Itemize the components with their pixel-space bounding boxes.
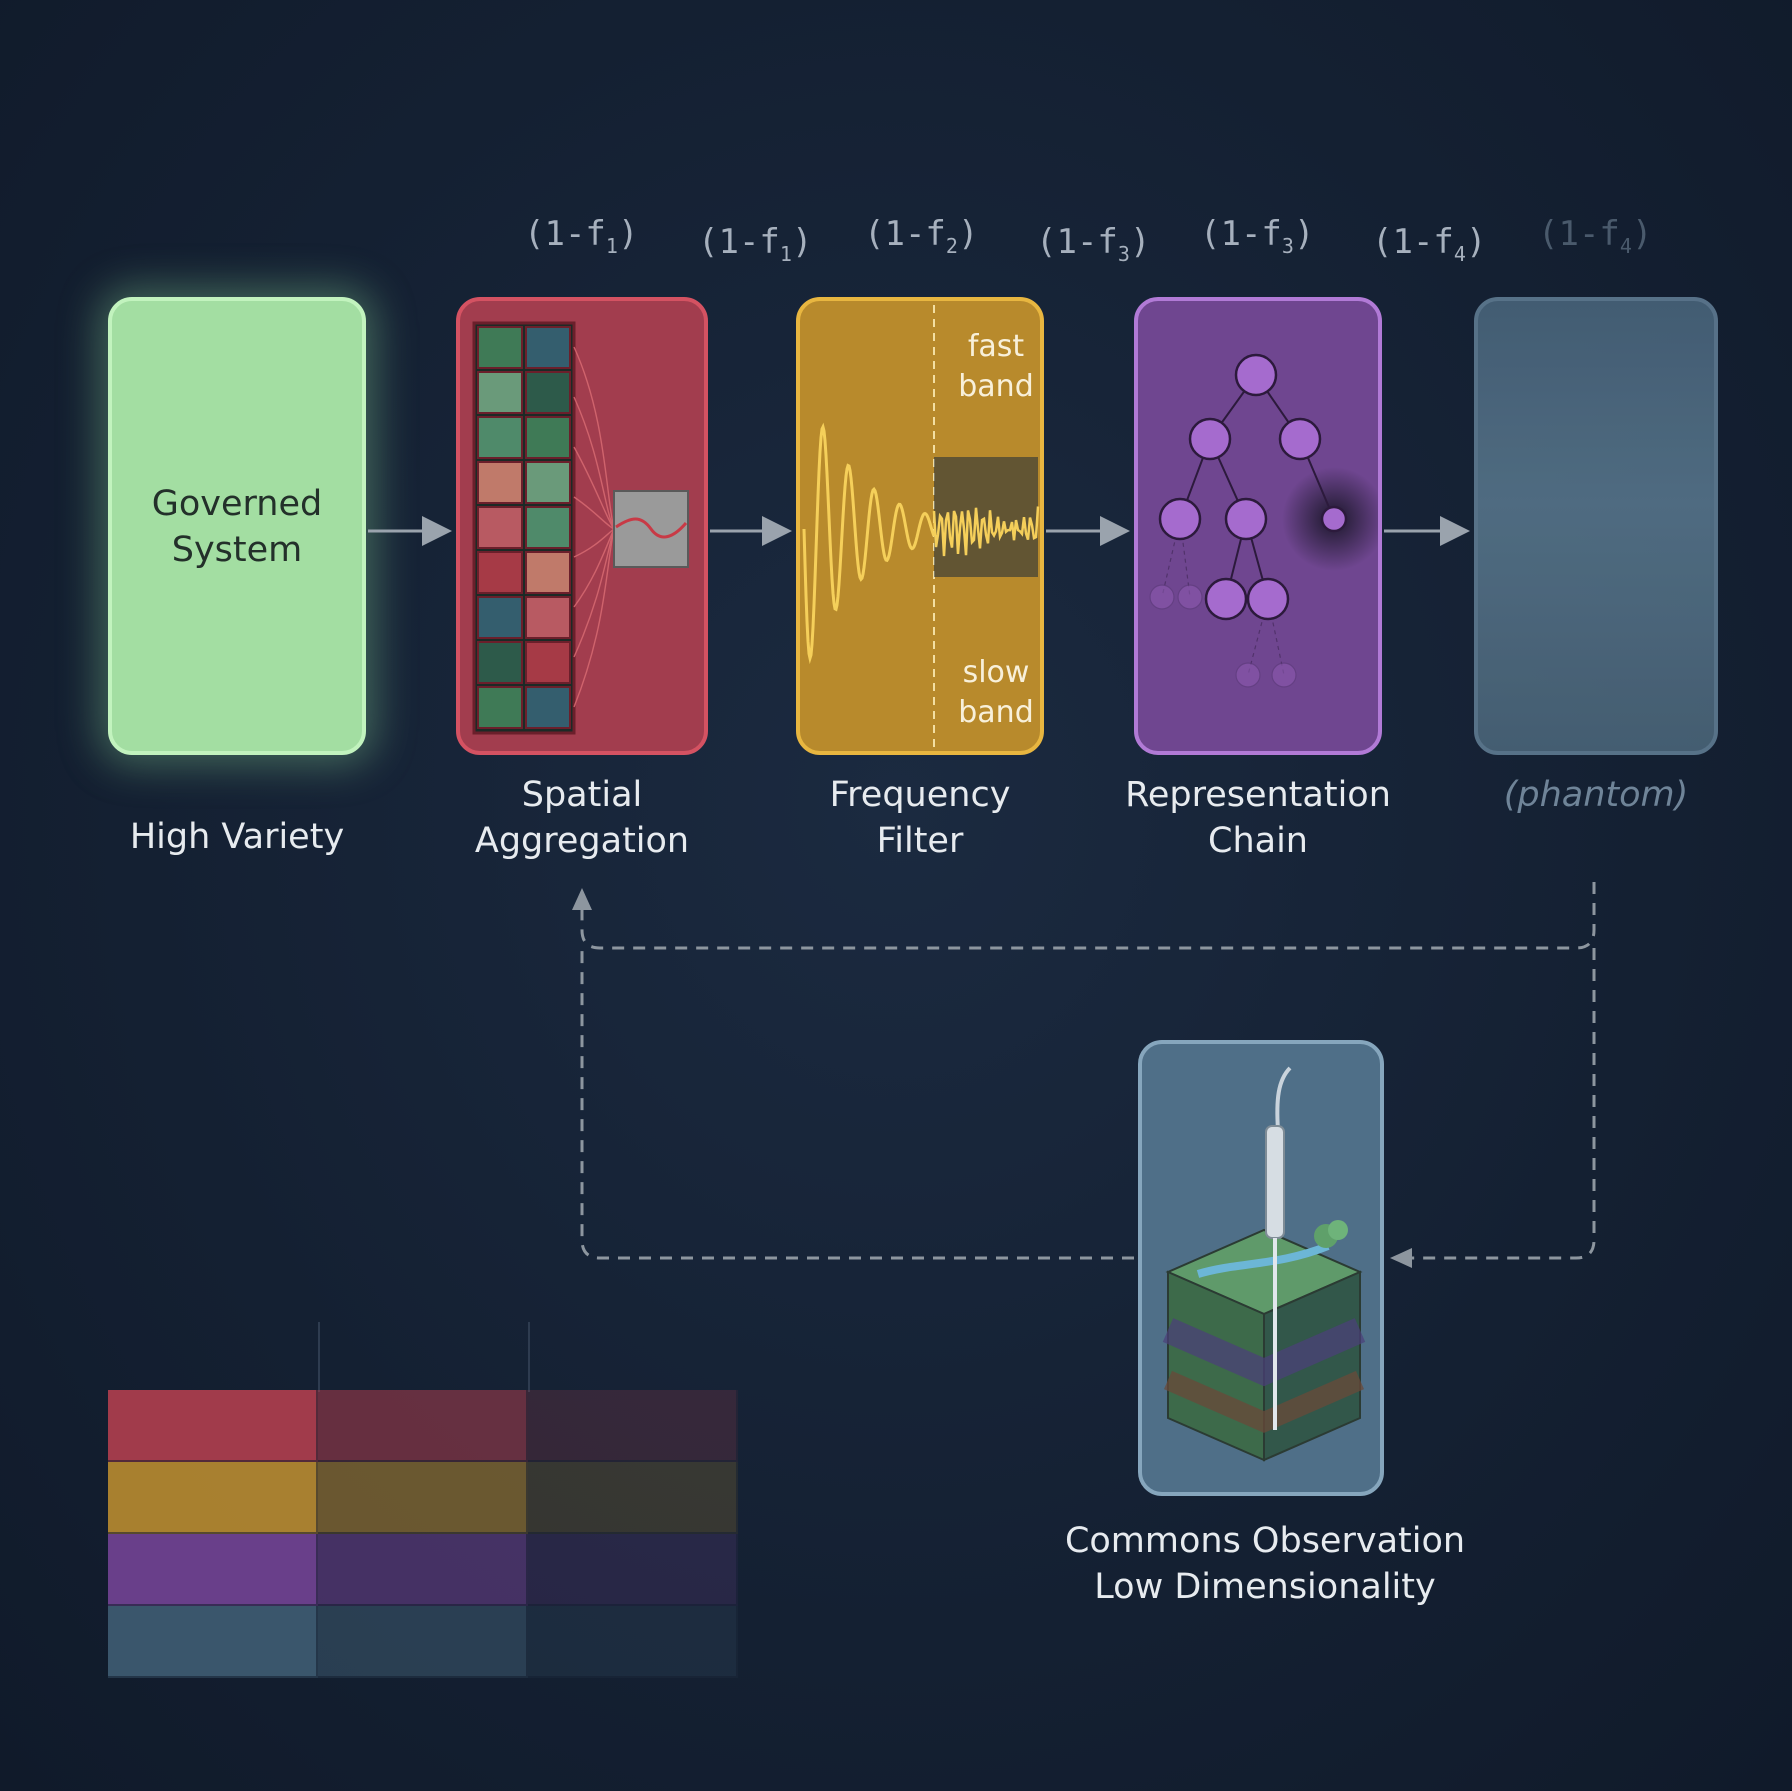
legend-column-divider <box>318 1322 320 1392</box>
mosaic-tile <box>525 371 571 414</box>
mosaic-tile <box>477 461 523 504</box>
legend-cell <box>528 1462 738 1534</box>
commons-observation-label: Commons Observation Low Dimensionality <box>1064 1521 1466 1607</box>
spatial-aggregation-label: Spatial Aggregation <box>474 775 690 861</box>
legend-cell <box>108 1534 318 1606</box>
factor-label: (1-f1) <box>524 214 639 258</box>
mosaic-tile <box>477 371 523 414</box>
legend-cell <box>108 1606 318 1678</box>
commons-observation-box <box>1138 1040 1384 1496</box>
arrowhead-left <box>1390 1248 1412 1268</box>
mosaic-tile <box>477 686 523 729</box>
mosaic-tile <box>477 596 523 639</box>
governed-system-box: Governed System <box>108 297 366 755</box>
tree-illustration <box>1149 353 1378 688</box>
frequency-filter-label: Frequency Filter <box>829 775 1011 861</box>
representation-chain-label: Representation Chain <box>1125 775 1391 861</box>
legend-cell <box>318 1462 528 1534</box>
color-legend-table <box>108 1390 738 1678</box>
legend-cell <box>318 1390 528 1462</box>
legend-cell <box>528 1606 738 1678</box>
frequency-filter-box: fast band slow band <box>796 297 1044 755</box>
legend-cell <box>528 1534 738 1606</box>
mosaic-tile <box>525 641 571 684</box>
factor-label: (1-f4) <box>1372 222 1487 266</box>
mosaic-tile <box>477 641 523 684</box>
phantom-label: (phantom) <box>1503 775 1689 815</box>
phantom-box <box>1474 297 1718 755</box>
fast-band-label: fast band <box>958 329 1034 404</box>
legend-cell <box>108 1390 318 1462</box>
feedback-loop-right <box>1404 948 1596 1260</box>
arrowhead-up <box>572 888 592 910</box>
mosaic-tile <box>477 416 523 459</box>
mosaic-tile <box>525 686 571 729</box>
mosaic-tile <box>477 551 523 594</box>
spatial-aggregation-box <box>456 297 708 755</box>
high-variety-label: High Variety <box>129 817 345 857</box>
factor-label-phantom: (1-f4) <box>1538 214 1653 258</box>
mosaic-tile <box>477 506 523 549</box>
mosaic-tile <box>525 326 571 369</box>
mosaic-tile <box>477 326 523 369</box>
mosaic-tile <box>525 596 571 639</box>
legend-cell <box>108 1462 318 1534</box>
factor-label: (1-f3) <box>1036 222 1151 266</box>
legend-cell <box>528 1390 738 1462</box>
factor-label: (1-f1) <box>698 222 813 266</box>
feedback-loop-left <box>580 948 1134 1260</box>
spatial-tiles-illustration <box>472 321 689 735</box>
governed-system-text: Governed System <box>151 484 323 570</box>
slow-band-label: slow band <box>958 655 1034 730</box>
mosaic-tile <box>525 461 571 504</box>
waveform-illustration <box>802 305 1040 747</box>
mosaic-tile <box>525 416 571 459</box>
mosaic-tile <box>525 551 571 594</box>
mosaic-tile <box>525 506 571 549</box>
representation-chain-box <box>1134 297 1382 755</box>
legend-column-divider <box>528 1322 530 1392</box>
legend-cell <box>318 1606 528 1678</box>
soil-probe-illustration <box>1162 1066 1366 1462</box>
legend-cell <box>318 1534 528 1606</box>
factor-label: (1-f2) <box>864 214 979 258</box>
factor-label: (1-f3) <box>1200 214 1315 258</box>
feedback-loop-top <box>580 882 1596 950</box>
